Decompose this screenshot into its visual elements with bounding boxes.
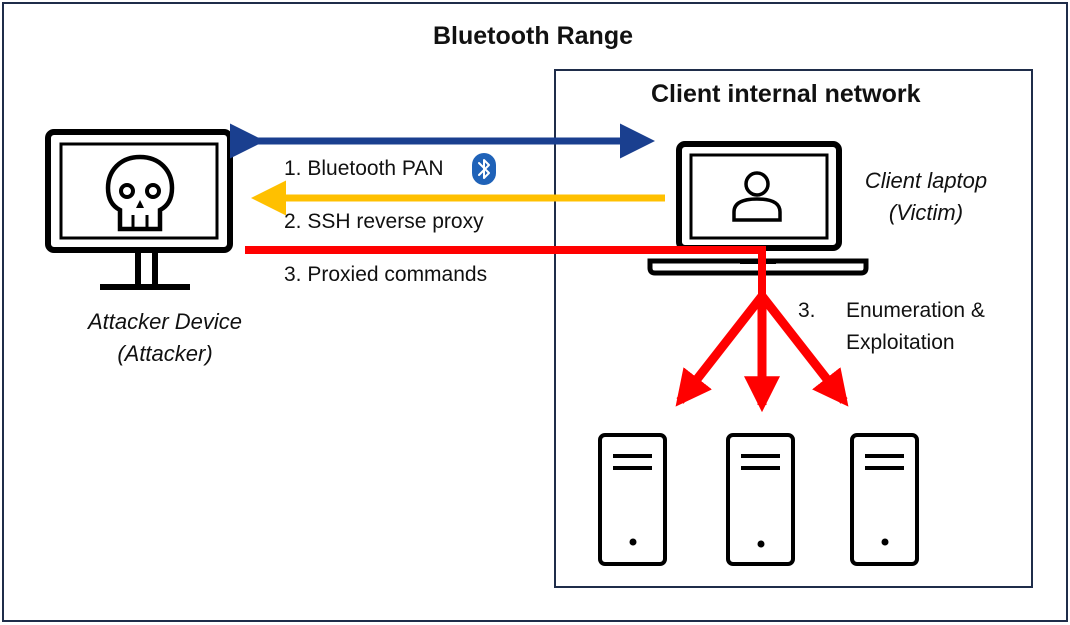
- proxied-commands-path: [245, 246, 766, 298]
- step-bluetooth-pan-label: 1. Bluetooth PAN: [284, 157, 444, 180]
- client-laptop-label: Client laptop: [864, 168, 988, 193]
- exploit-arrow-right: [758, 293, 849, 407]
- bluetooth-icon: [472, 153, 496, 185]
- skull-monitor-icon: [45, 129, 233, 290]
- step-enumeration-label: Enumeration &: [846, 299, 985, 322]
- bluetooth-range-title: Bluetooth Range: [433, 22, 633, 50]
- user-icon: [732, 171, 782, 222]
- server-tower-icon: [726, 433, 795, 566]
- server-tower-icon: [850, 433, 919, 566]
- step-exploitation-label: Exploitation: [846, 331, 955, 354]
- step-ssh-proxy-label: 2. SSH reverse proxy: [284, 210, 484, 233]
- server-tower-icon: [598, 433, 667, 566]
- client-network-title: Client internal network: [651, 80, 921, 108]
- exploit-arrow-left: [675, 293, 766, 407]
- skull-icon: [105, 154, 175, 232]
- client-network-frame: [554, 69, 1033, 588]
- victim-role-label: (Victim): [888, 200, 964, 225]
- step-enumeration-number: 3.: [798, 299, 816, 322]
- attacker-role-label: (Attacker): [117, 341, 213, 366]
- attacker-device-label: Attacker Device: [87, 309, 243, 334]
- step-proxied-commands-label: 3. Proxied commands: [284, 263, 488, 286]
